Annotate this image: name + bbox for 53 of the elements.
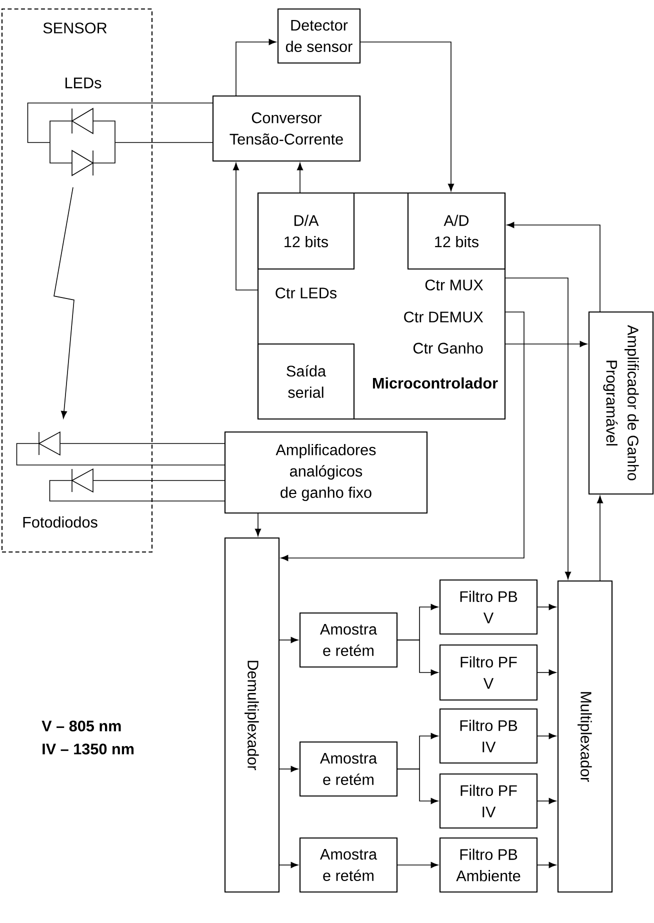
arrow — [505, 340, 588, 348]
adc-box: A/D 12 bits — [407, 192, 506, 270]
wavelength-note: IV – 1350 nm — [42, 744, 134, 754]
sample-hold-box: Amostra e retém — [299, 837, 398, 893]
arrow — [537, 798, 556, 804]
arrow — [537, 732, 556, 740]
arrow — [296, 162, 304, 193]
filter-box: Filtro PB V — [439, 579, 538, 635]
wire — [16, 443, 225, 466]
amplifier-box: Amplificadores analógicos de ganho fixo — [224, 431, 428, 514]
wavelength-note: V – 805 nm — [42, 720, 121, 732]
detector-box: Detector de sensor — [277, 8, 361, 64]
port-label: Ctr MUX — [425, 280, 484, 290]
arrow — [279, 636, 298, 644]
arrow — [279, 766, 298, 772]
port-label: Ctr Ganho — [413, 342, 483, 354]
wire — [27, 102, 213, 143]
wire — [60, 443, 225, 444]
multiplexer-box: Multiplexador — [557, 580, 613, 893]
filter-box: Filtro PB IV — [439, 708, 538, 764]
dac-box: D/A 12 bits — [257, 192, 355, 270]
arrow — [397, 640, 438, 676]
serial-output-box: Saída serial — [257, 343, 355, 420]
demultiplexer-box: Demultiplexador — [224, 537, 280, 893]
amplifier-box: Amplificador de Ganho Programável — [588, 311, 654, 495]
arrow — [506, 222, 600, 312]
arrow — [596, 496, 604, 581]
photodiode-label: Fotodiodos — [23, 516, 98, 528]
port-label: Ctr LEDs — [276, 288, 337, 298]
sample-hold-box: Amostra e retém — [299, 741, 398, 797]
filter-box: Filtro PF V — [439, 644, 538, 701]
wire — [114, 142, 213, 143]
arrow — [236, 38, 276, 96]
led-label: LEDs — [66, 78, 102, 88]
light-path-arrow — [54, 186, 74, 419]
arrow — [232, 162, 258, 290]
arrow — [505, 278, 572, 580]
arrow — [397, 862, 438, 868]
filter-box: Filtro PF IV — [439, 773, 538, 829]
filter-box: Filtro PB Ambiente — [439, 837, 538, 893]
arrow — [280, 312, 524, 562]
arrow — [254, 513, 262, 536]
arrow — [397, 768, 438, 804]
arrow — [537, 669, 556, 676]
arrow — [537, 862, 556, 868]
arrow — [360, 42, 454, 192]
arrow — [537, 604, 556, 610]
wire — [49, 480, 225, 502]
wire — [92, 480, 225, 481]
port-label: Ctr DEMUX — [404, 312, 484, 322]
arrow — [279, 862, 298, 868]
converter-box: Conversor Tensão-Corrente — [212, 95, 361, 162]
sample-hold-box: Amostra e retém — [299, 612, 398, 668]
